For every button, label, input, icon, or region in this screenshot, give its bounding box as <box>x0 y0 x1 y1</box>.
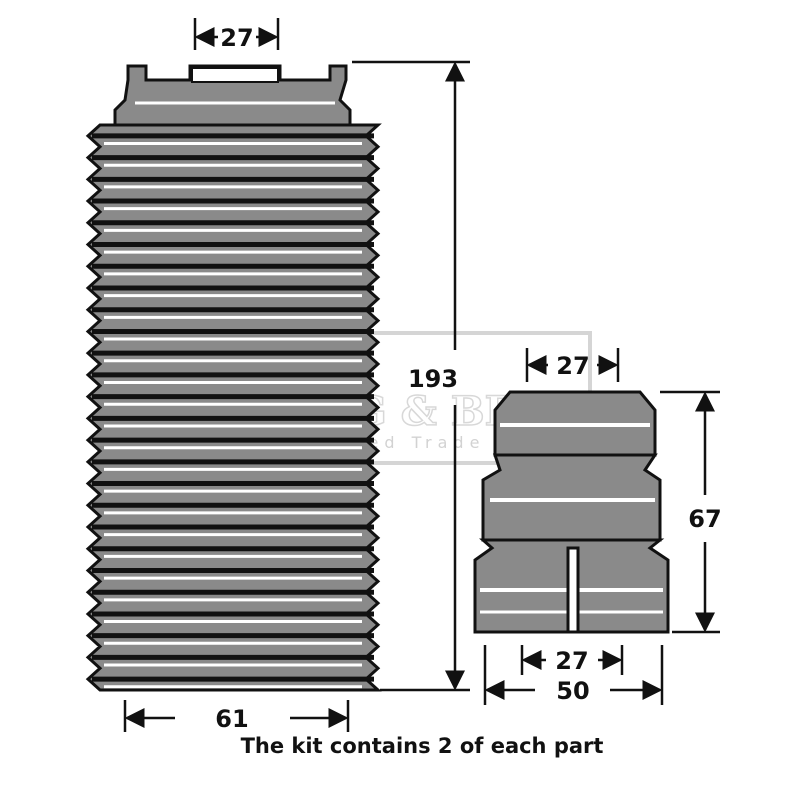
bump-stop-top-width-label: 27 <box>556 352 589 380</box>
dust-cover-bellows <box>85 64 382 692</box>
bump-stop-inner-width-label: 27 <box>555 647 588 675</box>
bump-stop <box>473 390 670 634</box>
bump-stop-height-label: 67 <box>688 505 721 533</box>
dust-cover-bottom-width-label: 61 <box>215 705 248 733</box>
bump-stop-slot <box>566 546 580 634</box>
dust-cover-top-width-label: 27 <box>220 24 253 52</box>
bump-stop-bottom-width-label: 50 <box>556 677 589 705</box>
kit-caption: The kit contains 2 of each part <box>241 734 604 758</box>
dimension-lines <box>123 18 720 732</box>
bump-stop-middle <box>481 453 662 542</box>
dust-cover-height-label: 193 <box>408 365 458 393</box>
dust-cover-cap-slot <box>191 67 279 83</box>
